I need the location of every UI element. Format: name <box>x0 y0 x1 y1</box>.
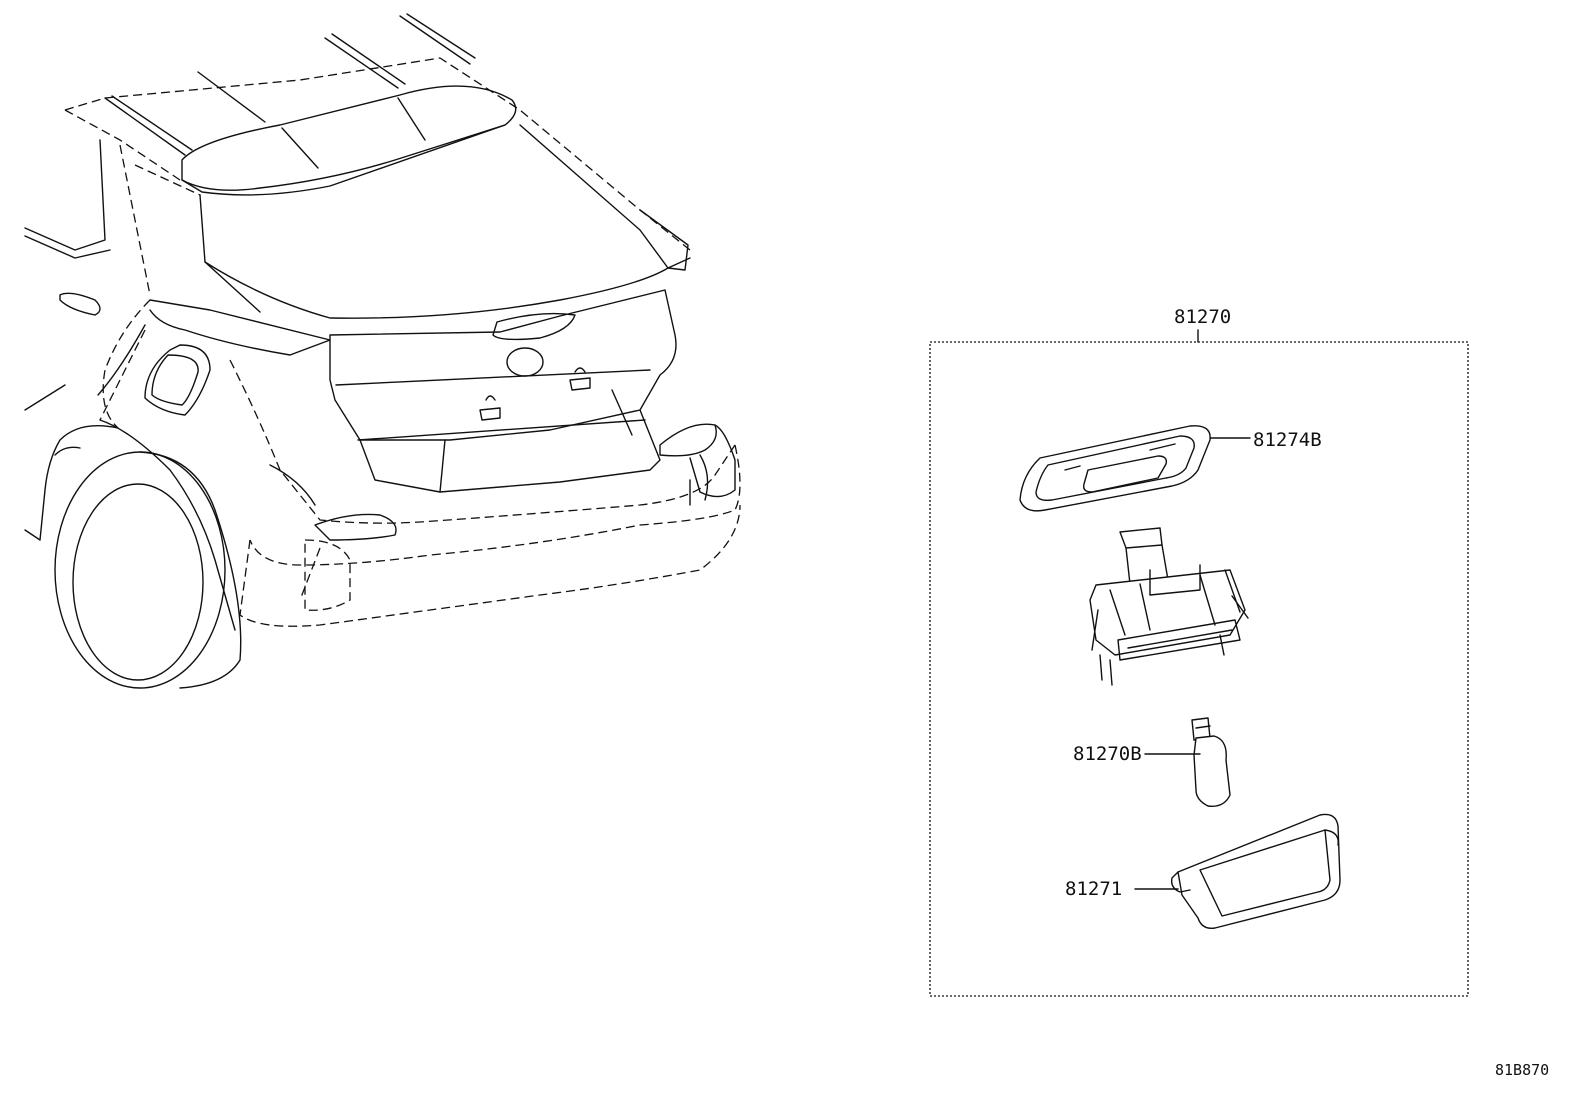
bezel-part-number: 81274B <box>1253 429 1322 451</box>
assembly-part-number: 81270 <box>1174 306 1231 328</box>
bezel-part-81274b <box>1019 425 1251 512</box>
vehicle-rear-illustration <box>24 13 741 689</box>
drawing-code: 81B870 <box>1495 1061 1549 1079</box>
assembly-box <box>929 329 1469 997</box>
lens-part-81271 <box>1134 813 1341 929</box>
lens-part-number: 81271 <box>1065 878 1122 900</box>
bulb-part-number: 81270B <box>1073 743 1142 765</box>
lamp-housing-part <box>1089 527 1249 686</box>
bulb-part-81270b <box>1144 717 1231 807</box>
